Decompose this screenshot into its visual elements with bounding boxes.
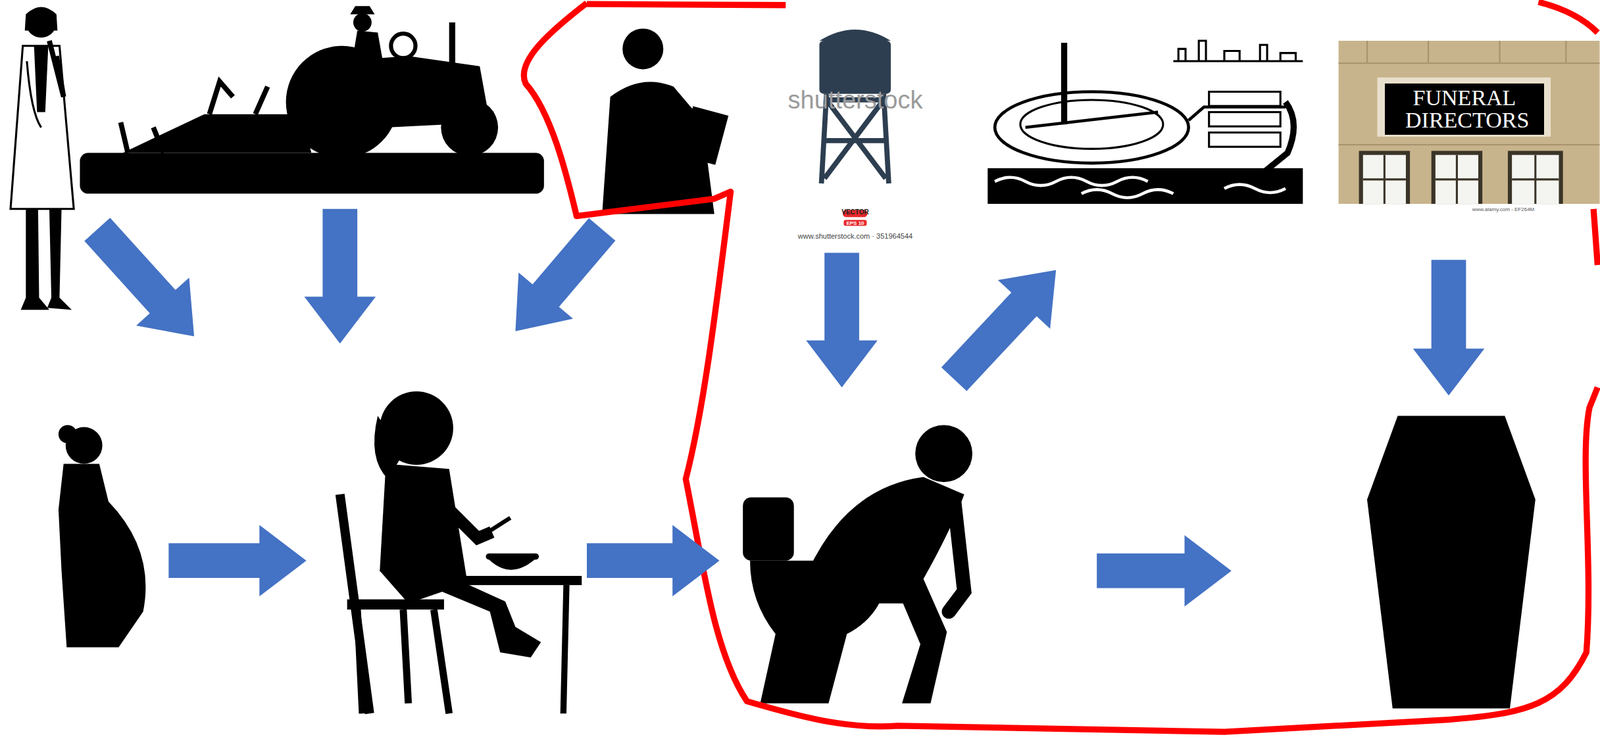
pregnant-woman-silhouette	[58, 425, 147, 648]
red-freehand-outline	[523, 1, 1598, 733]
block-arrow	[1096, 535, 1232, 608]
watermark: shutterstock	[788, 86, 924, 115]
block-arrow	[586, 525, 720, 597]
block-arrow	[515, 218, 616, 332]
block-arrow	[1413, 259, 1485, 396]
child-eating-silhouette	[340, 391, 582, 714]
inspector-silhouette	[601, 28, 729, 214]
sewage-plant	[987, 40, 1303, 204]
water-tower	[819, 29, 891, 218]
block-arrow	[941, 270, 1056, 392]
badge-caption: VECTOR	[841, 208, 870, 216]
block-arrow	[805, 252, 878, 388]
tractor-silhouette	[79, 5, 544, 194]
block-arrow	[168, 525, 306, 597]
funeral-home-photo	[1338, 40, 1600, 204]
coffin	[1367, 416, 1536, 710]
stock-url: www.shutterstock.com · 351964544	[798, 232, 913, 241]
block-arrow	[84, 217, 195, 337]
badge-text: EPS 10	[843, 220, 867, 227]
funeral-sign: FUNERAL DIRECTORS	[1382, 81, 1547, 137]
doctor-silhouette	[10, 7, 74, 310]
block-arrow	[304, 209, 377, 345]
man-on-toilet-silhouette	[742, 425, 973, 704]
sign-text: FUNERAL DIRECTORS	[1405, 86, 1524, 132]
stock-url: www.alamy.com - EF264M	[1472, 206, 1535, 213]
flow-arrows	[84, 209, 1485, 608]
